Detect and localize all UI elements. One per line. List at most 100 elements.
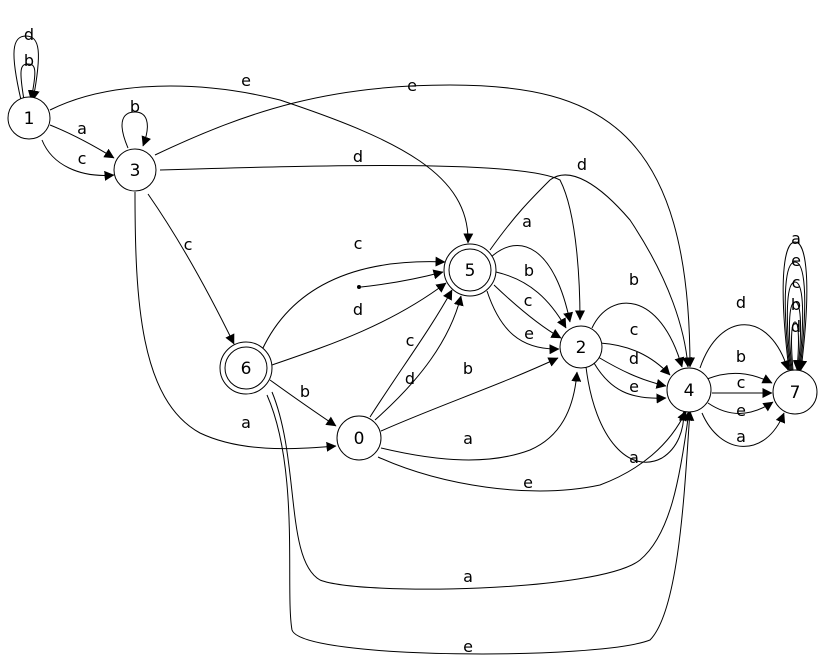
- state-label: 1: [24, 109, 35, 129]
- edge-label: a: [463, 429, 473, 448]
- edge-7-7-c: [786, 281, 805, 371]
- edge-label: a: [522, 212, 532, 231]
- initial-arrow: [360, 269, 444, 288]
- edge-7-7-b: [788, 301, 804, 371]
- edge-label: c: [78, 149, 87, 168]
- state-label: 6: [241, 359, 252, 379]
- state-label: 2: [576, 338, 587, 358]
- edge-4-7-e: [707, 401, 774, 414]
- edge-2-4-b: [591, 302, 685, 368]
- edge-7-7-d: [791, 321, 803, 371]
- edge-6-5-d: [271, 282, 447, 366]
- edge-label: a: [77, 119, 87, 138]
- edge-4-7-d: [699, 324, 791, 371]
- edge-6-0-b: [269, 379, 337, 427]
- states: 1 3 5 6 0 2 4 7: [7, 96, 818, 461]
- edge-2-4-e: [593, 362, 667, 404]
- edge-label: c: [406, 331, 415, 350]
- edge-label: b: [524, 261, 534, 280]
- edge-label: a: [629, 448, 639, 467]
- edge-label: c: [737, 373, 746, 392]
- edge-3-2-d: [159, 165, 585, 321]
- edge-label: a: [463, 567, 473, 586]
- edge-6-4-e: [266, 394, 695, 655]
- edge-5-2-c: [493, 284, 562, 339]
- state-label: 3: [130, 161, 141, 181]
- edge-5-2-a: [489, 245, 574, 323]
- state-7: 7: [772, 369, 818, 415]
- edge-2-4-a: [585, 366, 689, 463]
- edge-label: e: [524, 324, 534, 343]
- edge-label: d: [629, 349, 639, 368]
- edge-3-3-b: [121, 111, 152, 149]
- edge-0-5-d: [374, 295, 464, 421]
- state-1: 1: [7, 96, 51, 140]
- edge-label: d: [791, 317, 801, 336]
- edge-label: b: [300, 382, 310, 401]
- edge-1-5-e: [49, 85, 474, 244]
- edge-1-3-c: [41, 139, 115, 181]
- edge-label: a: [241, 413, 251, 432]
- edge-label: e: [241, 71, 251, 90]
- edge-label: c: [792, 273, 801, 292]
- state-6: 6: [219, 341, 273, 395]
- edge-2-4-d: [597, 356, 667, 389]
- edge-4-7-b: [706, 372, 773, 384]
- edge-label: d: [405, 369, 415, 388]
- edge-0-2-a: [380, 371, 582, 461]
- edge-3-4-e: [154, 84, 695, 368]
- edge-2-4-c: [599, 342, 671, 376]
- edge-label: b: [463, 359, 473, 378]
- state-5: 5: [443, 243, 497, 297]
- edge-label: d: [577, 155, 587, 174]
- edge-0-5-c: [369, 289, 453, 418]
- edge-label: b: [736, 347, 746, 366]
- edge-label: e: [629, 377, 639, 396]
- edge-label: e: [791, 251, 801, 270]
- state-3: 3: [113, 148, 157, 192]
- state-label: 0: [354, 429, 365, 449]
- edge-7-7-e: [784, 261, 807, 371]
- initial-point: [357, 285, 361, 289]
- edge-label: e: [463, 637, 473, 656]
- state-label: 4: [684, 381, 695, 401]
- edge-label: b: [629, 270, 639, 289]
- edge-label: a: [736, 427, 746, 446]
- edge-label: a: [791, 229, 801, 248]
- edge-5-2-b: [495, 271, 567, 329]
- edge-label: e: [736, 401, 746, 420]
- edge-label: d: [353, 147, 363, 166]
- edge-label: c: [630, 320, 639, 339]
- edge-3-0-a: [134, 191, 337, 452]
- edge-1-1-d: [13, 35, 40, 101]
- state-2: 2: [559, 325, 603, 369]
- edge-1-1-b: [20, 63, 38, 101]
- edge-6-5-c: [261, 256, 446, 351]
- state-0: 0: [336, 415, 382, 461]
- edge-label: e: [523, 473, 533, 492]
- edge-label: e: [407, 76, 417, 95]
- edge-0-4-e: [377, 410, 687, 492]
- state-4: 4: [666, 367, 712, 413]
- edge-label: d: [736, 293, 746, 312]
- edge-label: b: [130, 97, 140, 116]
- edge-6-4-a: [271, 391, 693, 590]
- edge-7-7-a: [782, 241, 808, 371]
- edge-label: c: [524, 291, 533, 310]
- edge-label: c: [354, 234, 363, 253]
- state-label: 5: [465, 261, 476, 281]
- edge-label: b: [791, 295, 801, 314]
- edge-3-6-c: [147, 193, 235, 345]
- edge-5-2-e: [486, 290, 560, 355]
- edge-4-7-a: [701, 412, 786, 447]
- edge-0-2-b: [380, 357, 559, 432]
- transitions: d b e a c b e d c a c d b: [13, 25, 808, 656]
- edge-label: c: [184, 235, 193, 254]
- state-label: 7: [790, 383, 801, 403]
- edge-label: d: [353, 300, 363, 319]
- edge-5-4-d: [489, 174, 693, 368]
- edge-label: d: [24, 25, 34, 44]
- edge-1-3-a: [49, 124, 115, 159]
- edge-label: b: [24, 51, 34, 70]
